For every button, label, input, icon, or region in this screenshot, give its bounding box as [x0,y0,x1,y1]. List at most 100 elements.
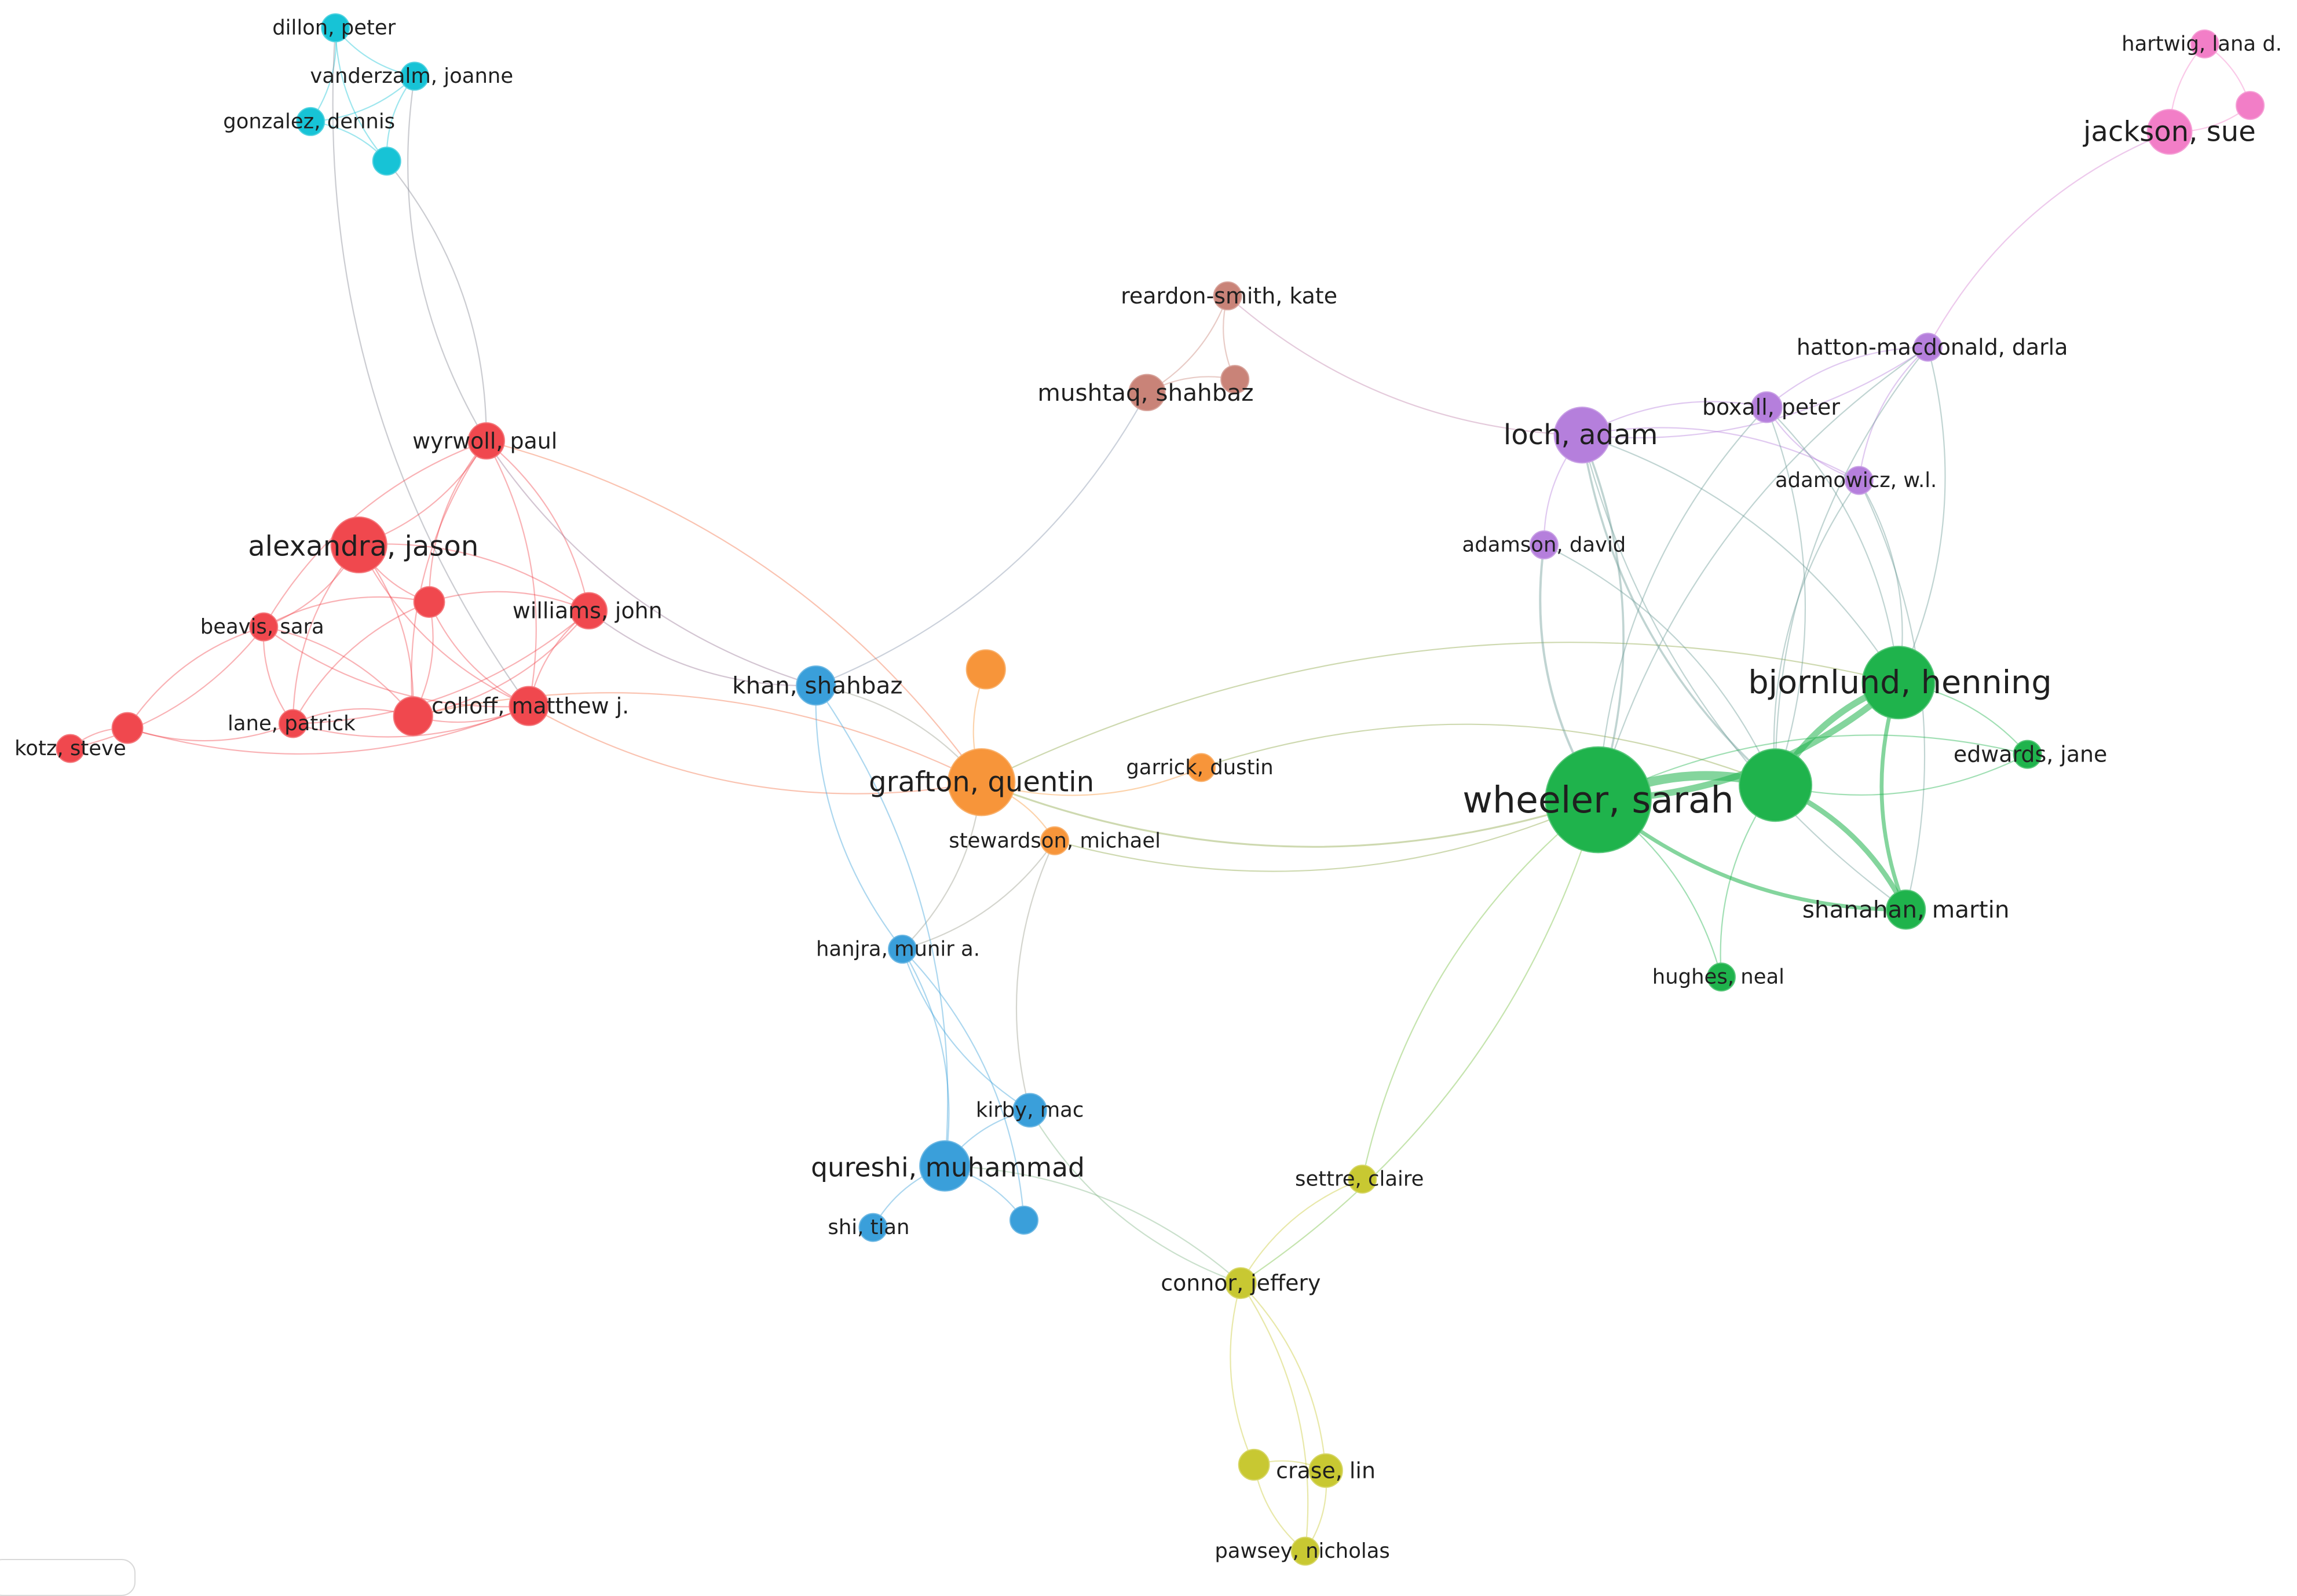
node-adamowicz[interactable] [1844,466,1874,495]
edge-loch-wheeler [1581,434,1625,800]
label-colloff: colloff, matthew j. [431,693,629,719]
node-edwards[interactable] [2013,740,2042,769]
node-hanjra[interactable] [888,935,917,964]
edge-grafton-bjornlund [981,642,1899,783]
node-shi[interactable] [858,1213,888,1242]
node-kirby[interactable] [1012,1093,1047,1128]
node-vanderzalm[interactable] [400,61,429,91]
label-adamowicz: adamowicz, w.l. [1775,468,1937,492]
edge-vanderzalm-gonzalez [310,75,415,123]
edge-boxall-wheeler [1597,407,1768,800]
label-boxall: boxall, peter [1702,394,1840,420]
node-beavis[interactable] [249,612,279,642]
node-crase[interactable] [1308,1453,1343,1488]
edge-kirby-connor [1029,1110,1241,1284]
edge-wheeler-edwards [1598,734,2028,801]
edge-beavis-lane [262,627,294,724]
edge-stewardson-wheeler [1054,799,1599,872]
label-hanjra: hanjra, munir a. [816,938,980,961]
edge-wheeler-connor [1240,799,1599,1284]
label-mushtaq: mushtaq, shahbaz [1037,379,1253,407]
node-lane[interactable] [278,709,308,738]
label-settre: settre, claire [1295,1167,1424,1191]
label-garrick: garrick, dustin [1126,756,1273,779]
node-loch[interactable] [1553,407,1611,464]
edge-wyrwoll-khan [485,440,817,686]
node-stewardson[interactable] [1040,826,1070,855]
node-adamson[interactable] [1529,530,1559,559]
label-wheeler: wheeler, sarah [1462,778,1733,821]
node-wyrwoll[interactable] [467,422,505,460]
label-jackson: jackson, sue [2083,116,2256,148]
node-dillon[interactable] [321,13,350,43]
label-hughes: hughes, neal [1652,965,1784,989]
node-brown3[interactable] [1220,365,1250,394]
edge-alexandra-williams [359,543,590,612]
edge-wyrwoll-red4 [428,440,487,602]
edge-boxall-bjornlund [1766,407,1900,683]
label-wyrwoll: wyrwoll, paul [412,428,557,453]
node-colloff[interactable] [393,696,433,737]
edge-wheeler-settre [1362,799,1599,1180]
edge-hatton-adamowicz [1858,346,1929,481]
node-qureshi[interactable] [919,1140,971,1192]
edge-red8-grafton [528,705,982,795]
node-blue5[interactable] [1009,1205,1039,1235]
node-garrick[interactable] [1187,753,1216,782]
node-mushtaq[interactable] [1128,374,1166,412]
edge-wyrwoll-grafton [486,440,982,783]
label-reardon: reardon-smith, kate [1121,283,1337,309]
node-wheeler[interactable] [1545,746,1652,854]
node-alexandra[interactable] [330,516,387,574]
label-grafton: grafton, quentin [869,766,1094,799]
label-edwards: edwards, jane [1954,742,2107,767]
node-pink3[interactable] [2236,91,2265,120]
node-red8[interactable] [509,686,549,726]
node-red10[interactable] [111,712,144,744]
edge-hatton-wheeler [1597,346,1929,800]
node-green2[interactable] [1739,748,1813,822]
node-khan[interactable] [796,665,836,706]
edge-dillon-red8 [332,27,529,707]
edge-beavis-kotz [70,626,265,749]
node-reardon[interactable] [1213,281,1242,310]
node-boxall[interactable] [1750,391,1783,423]
node-grafton[interactable] [947,748,1016,817]
node-pawsey[interactable] [1290,1536,1320,1566]
edge-alexandra-red8 [358,544,529,707]
node-jackson[interactable] [2146,109,2193,155]
node-hughes[interactable] [1706,962,1736,992]
edge-adamowicz-green2 [1773,479,1860,785]
edge-hanjra-kirby [902,949,1030,1111]
node-shanahan[interactable] [1886,889,1926,930]
label-williams: williams, john [513,598,663,624]
node-williams[interactable] [570,592,608,629]
corner-panel-tab[interactable] [0,1559,136,1596]
node-red4[interactable] [413,586,445,618]
edge-vanderzalm-wyrwoll [407,76,487,441]
edge-hanjra-qureshi [902,949,950,1166]
nodes-layer [56,13,2265,1566]
node-orange2[interactable] [965,649,1006,690]
edge-red4-williams [429,591,590,612]
node-hartwig[interactable] [2190,29,2219,58]
edge-khan-hanjra [815,685,903,950]
node-kotz[interactable] [56,734,85,763]
label-kirby: kirby, mac [976,1099,1084,1122]
edge-loch-adamowicz [1582,427,1860,481]
edge-beavis-colloff [264,626,414,717]
label-khan: khan, shahbaz [732,672,902,700]
edge-connor-pawsey [1240,1283,1309,1551]
node-settre[interactable] [1348,1165,1377,1194]
node-bjornlund[interactable] [1861,646,1936,720]
node-connor[interactable] [1224,1267,1257,1300]
node-hatton[interactable] [1913,332,1943,362]
edge-stewardson-kirby [1015,840,1056,1111]
node-yellow4[interactable] [1238,1448,1270,1481]
node-gonzalez[interactable] [296,107,325,136]
label-lane: lane, patrick [228,712,356,735]
edge-wyrwoll-beavis [263,440,487,628]
node-cyan4[interactable] [372,147,401,176]
edge-wyrwoll-red8 [485,440,537,707]
label-dillon: dillon, peter [272,16,396,40]
